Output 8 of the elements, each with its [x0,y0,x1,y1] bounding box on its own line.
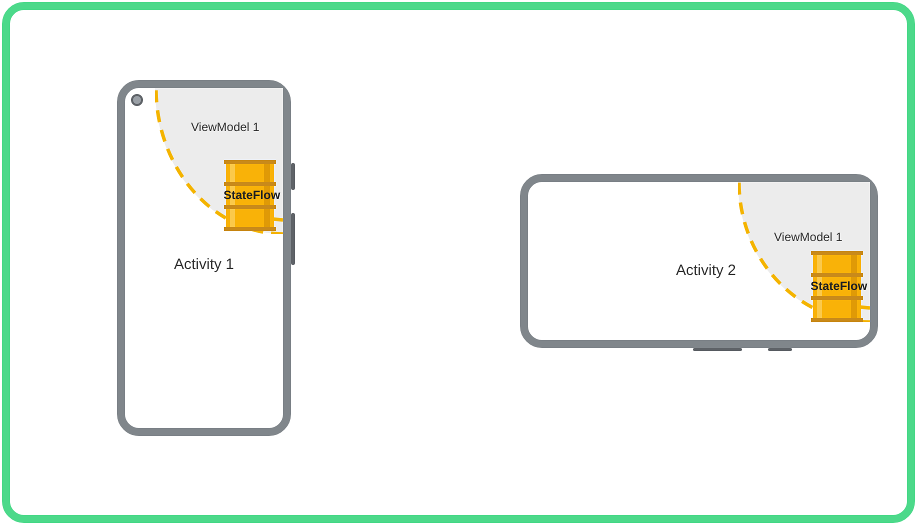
viewmodel-label: ViewModel 1 [191,120,260,134]
phone-frame [117,80,291,436]
viewmodel-scope [155,88,283,234]
activity-label: Activity 1 [174,256,234,273]
viewmodel-label: ViewModel 1 [774,230,842,244]
phone-frame [520,174,878,348]
viewmodel-scope [738,182,870,322]
activity-label: Activity 2 [676,262,736,279]
